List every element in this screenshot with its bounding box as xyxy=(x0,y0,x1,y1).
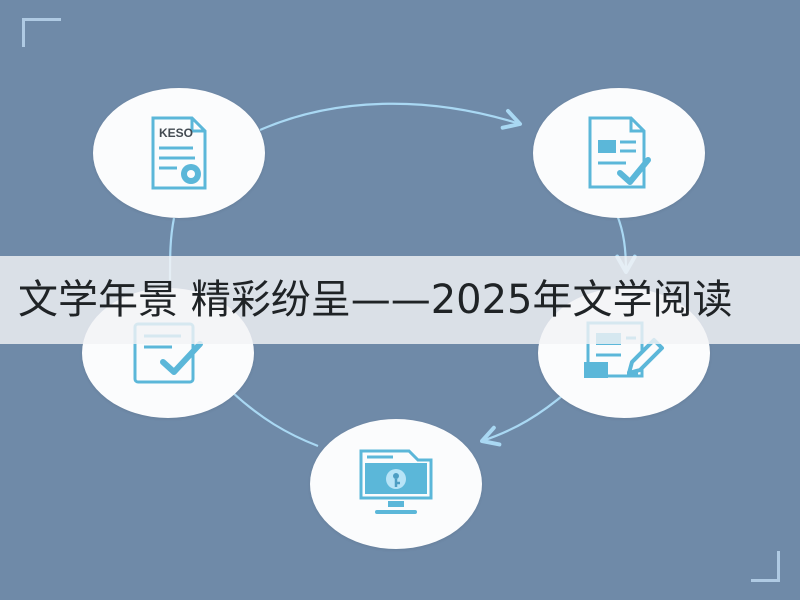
arrow-bottom-left xyxy=(231,391,319,448)
node-document-check xyxy=(533,88,705,218)
title-banner: 文学年景 精彩纷呈——2025年文学阅读 xyxy=(0,256,800,344)
node-label-keso: KESO xyxy=(159,126,193,140)
node-monitor-key xyxy=(310,419,482,549)
arrow-bottom-right xyxy=(480,390,569,447)
arrow-top xyxy=(259,102,522,132)
corner-bracket-top-left xyxy=(22,18,61,47)
monitor-key-icon xyxy=(359,449,433,514)
corner-bracket-bottom-right xyxy=(751,551,780,582)
document-check-icon xyxy=(588,116,651,189)
node-document-seal: KESO xyxy=(93,88,265,218)
page-title: 文学年景 精彩纷呈——2025年文学阅读 xyxy=(18,277,733,323)
document-seal-icon: KESO xyxy=(151,116,207,190)
